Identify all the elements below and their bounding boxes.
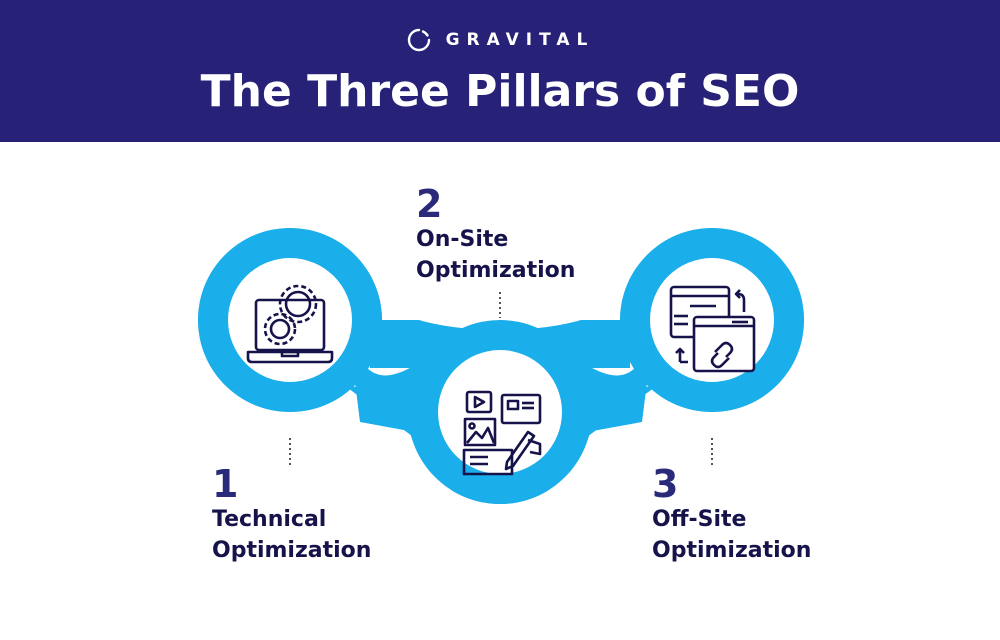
brand-name: GRAVITAL bbox=[445, 30, 595, 50]
pillars-diagram: 1 Technical Optimization 2 On-Site Optim… bbox=[0, 142, 1000, 640]
pillar-1-label: 1 Technical Optimization bbox=[212, 464, 371, 566]
brand-logo: GRAVITAL bbox=[0, 27, 1000, 53]
pillar-title-line2: Optimization bbox=[652, 538, 812, 563]
pillar-title-line1: Technical bbox=[212, 507, 327, 532]
content-editing-icon bbox=[462, 390, 542, 476]
pillar-2-label: 2 On-Site Optimization bbox=[416, 184, 575, 286]
pillar-number: 2 bbox=[416, 182, 443, 226]
pillar-title-line2: Optimization bbox=[416, 258, 576, 283]
pillar-title-line1: On-Site bbox=[416, 227, 509, 252]
linked-webpages-icon bbox=[669, 285, 756, 373]
gravital-logo-icon bbox=[407, 28, 430, 52]
header-banner: GRAVITAL The Three Pillars of SEO bbox=[0, 0, 1000, 142]
pillar-title-line1: Off-Site bbox=[652, 507, 747, 532]
pillar-3-label: 3 Off-Site Optimization bbox=[652, 464, 811, 566]
pillar-title-line2: Optimization bbox=[212, 538, 372, 563]
pillar-number: 3 bbox=[652, 462, 679, 506]
laptop-gears-icon bbox=[246, 284, 334, 364]
pillar-number: 1 bbox=[212, 462, 239, 506]
connected-rings bbox=[198, 198, 804, 548]
page-title: The Three Pillars of SEO bbox=[200, 66, 800, 117]
